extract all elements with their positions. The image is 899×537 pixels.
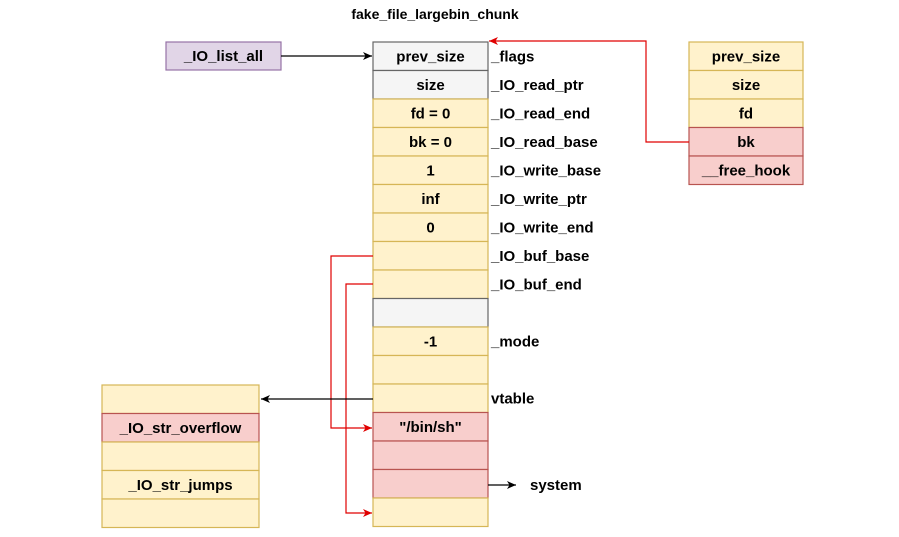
- io-list-all-node: _IO_list_all: [165, 41, 282, 71]
- io-str-jumps-cell-3: [101, 469, 260, 500]
- field-label-flags: _flags: [490, 48, 534, 65]
- free-chunk-cell-text-4: __free_hook: [701, 162, 791, 179]
- field-label-io-write-ptr: _IO_write_ptr: [490, 191, 587, 208]
- fake-file-cell-9: [372, 297, 489, 328]
- io-str-jumps-cell-2: [101, 441, 260, 472]
- io-list-all-label: _IO_list_all: [183, 48, 263, 65]
- fake-file-cell-text-1: size: [416, 77, 444, 94]
- field-label-io-read-ptr: _IO_read_ptr: [490, 77, 584, 94]
- fake-file-cell-6: [372, 212, 489, 243]
- fake-file-cell-text-10: -1: [424, 333, 437, 350]
- io-str-jumps-table: _IO_str_overflow _IO_str_jumps: [101, 384, 260, 529]
- fake-file-cell-text-6: 0: [426, 219, 434, 236]
- free-chunk-cell-3: [688, 126, 804, 157]
- fake-file-cell-0: [372, 41, 489, 72]
- field-label-io-write-end: _IO_write_end: [490, 219, 594, 236]
- fake-file-cell-text-4: 1: [426, 162, 434, 179]
- io-str-jumps-cell-1: [101, 412, 260, 443]
- free-chunk-cell-text-0: prev_size: [712, 48, 780, 65]
- fake-file-cell-text-13: "/bin/sh": [399, 419, 462, 436]
- io-str-jumps-cell-4: [101, 498, 260, 529]
- buf-base-arrow: [330, 255, 373, 432]
- field-label-io-buf-end: _IO_buf_end: [490, 276, 582, 293]
- field-label-mode: _mode: [490, 333, 539, 350]
- fake-file-cell-text-0: prev_size: [396, 48, 464, 65]
- system-label: system: [530, 477, 582, 494]
- bk-to-flags-arrow: [489, 37, 689, 143]
- free-chunk-cell-0: [688, 41, 804, 72]
- field-label-io-write-base: _IO_write_base: [490, 162, 601, 179]
- fake-file-cell-text-5: inf: [421, 191, 440, 208]
- fake-file-cell-14: [372, 440, 489, 471]
- free-chunk-cell-1: [688, 69, 804, 100]
- fake-file-cell-4: [372, 155, 489, 186]
- fake-file-cell-11: [372, 354, 489, 385]
- io-str-jumps-cell-text-3: _IO_str_jumps: [127, 477, 232, 494]
- io-str-jumps-cell-text-1: _IO_str_overflow: [119, 420, 242, 437]
- field-label-io-read-end: _IO_read_end: [490, 105, 590, 122]
- field-label-vtable: vtable: [491, 390, 534, 407]
- fake-file-cell-text-2: fd = 0: [411, 105, 451, 122]
- free-chunk-cell-4: [688, 155, 804, 186]
- free-chunk-cell-text-3: bk: [737, 134, 755, 151]
- fake-file-cell-13: [372, 411, 489, 442]
- fake-file-cell-7: [372, 240, 489, 271]
- fake-file-cell-2: [372, 98, 489, 129]
- fake-file-cell-15: [372, 468, 489, 499]
- fake-file-cell-text-3: bk = 0: [409, 134, 452, 151]
- field-label-io-buf-base: _IO_buf_base: [490, 248, 589, 265]
- field-label-io-read-base: _IO_read_base: [490, 134, 598, 151]
- free-chunk-cell-text-1: size: [732, 77, 760, 94]
- free-chunk-cell-text-2: fd: [739, 105, 753, 122]
- fake-file-cell-8: [372, 269, 489, 300]
- io-str-jumps-cell-0: [101, 384, 260, 415]
- fake-file-cell-12: [372, 383, 489, 414]
- fake-file-field-labels: _flags _IO_read_ptr _IO_read_end _IO_read_b…: [490, 48, 601, 407]
- fake-file-cell-16: [372, 497, 489, 528]
- diagram-title: fake_file_largebin_chunk: [351, 6, 519, 22]
